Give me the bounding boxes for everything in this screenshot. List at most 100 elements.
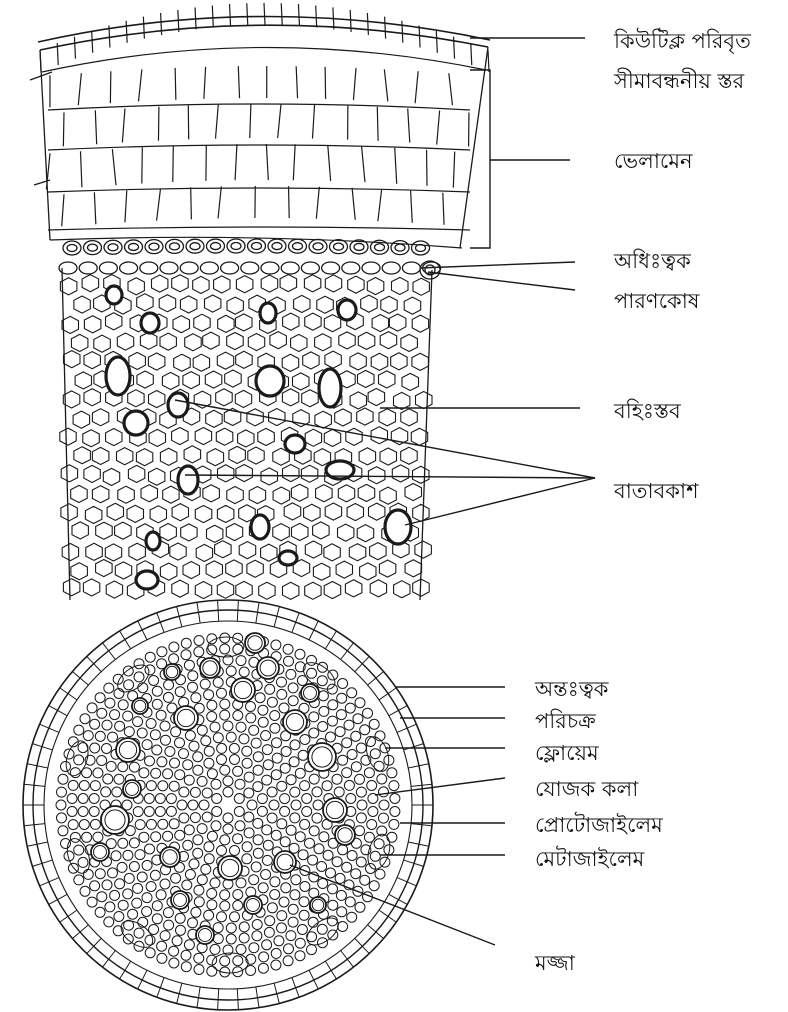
cortex-cell — [195, 506, 212, 523]
cortex-cell — [172, 580, 189, 597]
cortex-cell — [302, 390, 319, 407]
cortex-cell — [115, 562, 131, 579]
velamen-row-wall — [48, 104, 470, 110]
cortex-cell — [218, 315, 234, 332]
cortex-cell — [345, 580, 362, 597]
cortex-cell — [380, 487, 397, 504]
velamen-cell-wall — [328, 145, 331, 181]
air-space — [285, 435, 305, 453]
metaxylem-vessel-lumen — [248, 636, 262, 650]
cortex-cell — [62, 316, 79, 333]
metaxylem-vessel-lumen — [326, 801, 343, 818]
velamen-cell-wall — [235, 144, 237, 180]
metaxylem-vessel-lumen — [94, 846, 107, 859]
velamen-cell-wall — [449, 73, 453, 105]
cortex-cell — [217, 581, 233, 598]
exodermis-cell — [402, 262, 420, 274]
cortex-cell — [170, 543, 186, 560]
exodermis-cell — [268, 239, 286, 253]
cortex-outline — [62, 268, 432, 600]
cortex-cell — [369, 503, 385, 520]
cortex-cell — [84, 389, 100, 406]
epidermis-cell-wall — [195, 7, 196, 29]
cuticle-outline — [38, 16, 490, 50]
cortex-cell — [405, 560, 422, 577]
velamen-cell-wall — [296, 66, 297, 98]
velamen-cell-wall — [175, 68, 176, 100]
cortex-cell — [71, 485, 88, 502]
air-space — [385, 510, 411, 544]
cortex-cell — [236, 314, 253, 331]
cortex-cell — [349, 544, 366, 561]
cortex-cell — [172, 504, 188, 521]
exodermis-cell-lumen — [190, 243, 200, 250]
metaxylem-vessel-lumen — [247, 899, 260, 912]
exodermis-cell — [350, 240, 368, 254]
cortex-cell — [402, 373, 419, 390]
cortex-cell — [305, 541, 321, 558]
cortex-cell — [367, 278, 384, 295]
cortex-cell — [75, 372, 91, 389]
velamen-cell-wall — [378, 189, 382, 221]
label-velamen: ভেলামেন — [614, 148, 693, 174]
cortex-cell — [247, 409, 263, 426]
label-cortex: বহিঃস্তব — [614, 398, 681, 424]
cortex-cell — [324, 544, 340, 561]
epidermis-cell-wall — [419, 26, 420, 48]
cortex-cell — [149, 391, 165, 408]
metaxylem-vessel-lumen — [234, 681, 251, 698]
cortex-cell — [118, 486, 135, 503]
metaxylem-vessel-lumen — [338, 828, 352, 842]
exodermis-cell-lumen — [395, 244, 405, 251]
exodermis-cell — [412, 241, 430, 255]
metaxylem-vessel-lumen — [134, 700, 146, 712]
epidermis-cell-wall — [367, 13, 368, 35]
cortex-cell — [258, 428, 275, 445]
velamen-cell-wall — [293, 144, 295, 180]
cortex-cell — [305, 582, 321, 599]
velamen-cell-wall — [353, 68, 356, 100]
cortex-cell — [313, 522, 330, 539]
cortex-cell — [280, 275, 297, 292]
cortex-cell — [71, 334, 88, 351]
exodermis-cell — [186, 239, 204, 253]
cortex-cell — [203, 332, 220, 349]
cortex-cell — [195, 428, 211, 445]
cortex-cell — [401, 334, 418, 351]
cortex-cell — [317, 296, 334, 313]
cortex-cell — [392, 277, 409, 294]
cortex-cell — [379, 409, 396, 426]
cortex-cell — [215, 541, 232, 558]
cortex-cell — [291, 484, 308, 501]
cortex-cell — [216, 428, 233, 445]
cortex-cell — [150, 506, 166, 523]
cortex-cell — [405, 484, 422, 501]
cortex-cell — [324, 582, 341, 599]
label-pericycle: পরিচক্র — [535, 708, 596, 734]
metaxylem-vessel-lumen — [286, 713, 303, 730]
leader-passage-cell — [428, 272, 575, 290]
cortex-cell — [282, 354, 299, 371]
cortex-cell — [160, 448, 177, 465]
cortex-cell — [128, 390, 144, 407]
cortex-cell — [159, 295, 176, 312]
cortex-cell — [313, 563, 330, 580]
velamen-cell-wall — [138, 69, 141, 101]
exodermis-cell-lumen — [108, 244, 118, 251]
cortex-cell — [261, 544, 277, 561]
cortex-cell — [229, 446, 246, 463]
velamen-cell-wall — [63, 112, 64, 146]
cortex-cell — [207, 525, 223, 542]
cortex-cell — [64, 351, 81, 368]
exodermis-cell-lumen — [231, 243, 241, 250]
cortex-cell — [305, 429, 321, 446]
cortex-cell — [129, 543, 146, 560]
cortex-cell — [185, 334, 202, 351]
cortex-cell — [149, 468, 165, 485]
cortex-cell — [325, 275, 341, 292]
cortex-cell — [137, 371, 153, 388]
cortex-cell — [292, 523, 309, 540]
cortex-cell — [236, 465, 253, 482]
cortex-cell — [117, 333, 133, 350]
label-cuticle-epidermis-2: সীমাবন্ধনীয় স্তর — [614, 68, 744, 94]
